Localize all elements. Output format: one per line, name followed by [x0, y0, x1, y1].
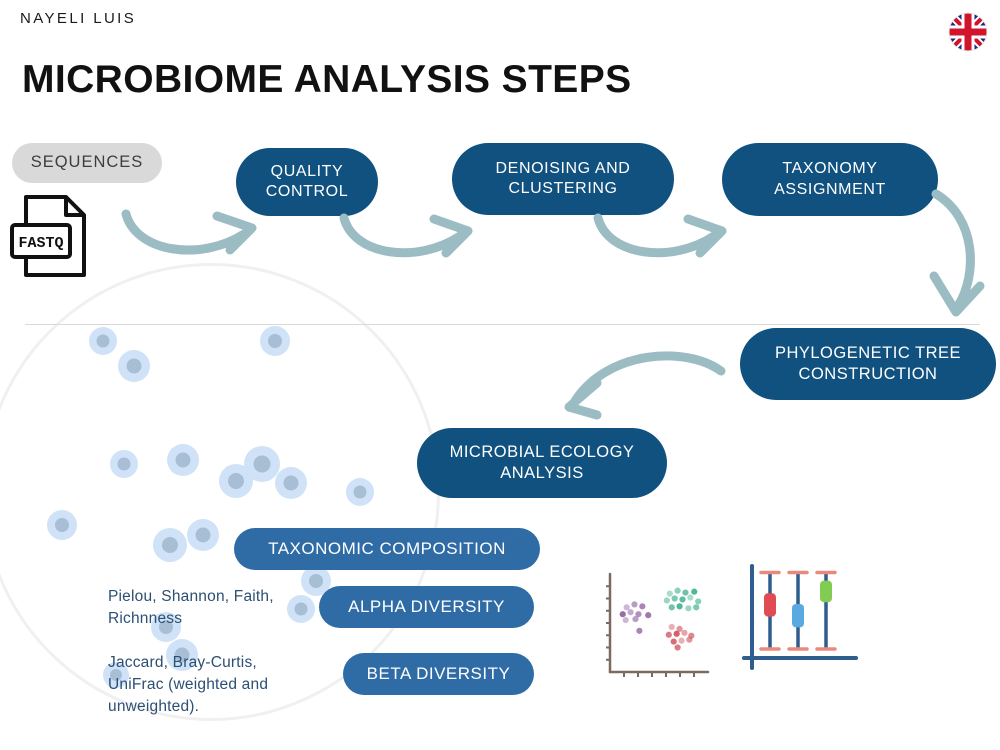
bacteria-cell-nucleus	[126, 358, 142, 374]
bacteria-cell-nucleus	[309, 574, 323, 588]
bacteria-cell-nucleus	[175, 452, 191, 468]
arrow-quality-control-to-denoising	[339, 212, 490, 269]
pill-quality-control[interactable]: QUALITY CONTROL	[236, 148, 378, 216]
bacteria-cell-nucleus	[195, 527, 211, 543]
scatter-series-cluster-teal	[663, 587, 702, 612]
bacteria-cell-icon	[153, 528, 187, 562]
boxplot-box-1	[759, 570, 781, 651]
uk-flag-icon	[948, 12, 988, 52]
pill-taxonomic-composition-label: TAXONOMIC COMPOSITION	[268, 539, 506, 559]
pill-sequences[interactable]: SEQUENCES	[12, 143, 162, 183]
bacteria-cell-nucleus	[159, 620, 173, 634]
bacteria-cell-nucleus	[283, 475, 299, 491]
pill-beta-diversity[interactable]: BETA DIVERSITY	[343, 653, 534, 695]
arrow-taxonomy-to-phylogenetic-tree	[900, 189, 1000, 330]
bacteria-cell-icon	[166, 639, 198, 671]
author-name: NAYELI LUIS	[20, 10, 137, 27]
fastq-file-icon: FASTQ	[8, 192, 98, 280]
pill-quality-control-label: QUALITY CONTROL	[265, 162, 349, 200]
pill-taxonomy-assignment[interactable]: TAXONOMY ASSIGNMENT	[722, 143, 938, 216]
pill-sequences-label: SEQUENCES	[30, 153, 144, 172]
bacteria-cell-icon	[89, 327, 117, 355]
pill-microbial-ecology-label: MICROBIAL ECOLOGY ANALYSIS	[449, 442, 635, 482]
arrow-phylogenetic-tree-to-microbial-ecology	[553, 343, 728, 426]
bacteria-cell-icon	[103, 662, 129, 688]
arrow-denoising-to-taxonomy	[593, 212, 744, 269]
pill-taxonomic-composition[interactable]: TAXONOMIC COMPOSITION	[234, 528, 540, 570]
bacteria-cell-icon	[346, 478, 374, 506]
pill-phylo-tree-label: PHYLOGENETIC TREE CONSTRUCTION	[774, 343, 962, 383]
bacteria-cell-nucleus	[228, 473, 244, 489]
bacteria-cell-icon	[167, 444, 199, 476]
pill-beta-diversity-label: BETA DIVERSITY	[366, 664, 511, 684]
pill-phylogenetic-tree-construction[interactable]: PHYLOGENETIC TREE CONSTRUCTION	[740, 328, 996, 400]
bacteria-cell-icon	[187, 519, 219, 551]
bacteria-cell-icon	[151, 612, 181, 642]
section-divider	[25, 324, 980, 325]
bacteria-cell-nucleus	[55, 518, 69, 532]
boxplot-box-3	[815, 570, 837, 651]
box-plot-chart	[736, 558, 862, 683]
bacteria-cell-nucleus	[110, 669, 122, 681]
bacteria-cell-icon	[118, 350, 150, 382]
bacteria-cell-nucleus	[117, 457, 131, 471]
pill-denoising-label: DENOISING AND CLUSTERING	[495, 159, 631, 197]
bacteria-cell-icon	[287, 595, 315, 623]
fastq-label: FASTQ	[18, 235, 63, 252]
bacteria-cell-nucleus	[96, 334, 110, 348]
pill-taxonomy-label: TAXONOMY ASSIGNMENT	[774, 160, 886, 198]
bacteria-cell-icon	[275, 467, 307, 499]
bacteria-cell-nucleus	[294, 602, 308, 616]
scatter-series-cluster-red	[665, 623, 695, 651]
bacteria-cell-nucleus	[253, 455, 271, 473]
bacteria-cell-nucleus	[268, 334, 282, 348]
pill-denoising-and-clustering[interactable]: DENOISING AND CLUSTERING	[452, 143, 674, 215]
bacteria-cell-icon	[260, 326, 290, 356]
bacteria-cell-icon	[244, 446, 280, 482]
bacteria-cell-nucleus	[353, 485, 367, 499]
boxplot-box-2	[787, 570, 809, 651]
bacteria-cell-nucleus	[174, 647, 190, 663]
bacteria-cell-icon	[110, 450, 138, 478]
pill-alpha-diversity[interactable]: ALPHA DIVERSITY	[319, 586, 534, 628]
bacteria-cell-nucleus	[162, 537, 178, 553]
scatter-series-cluster-purple	[619, 601, 652, 634]
pill-microbial-ecology-analysis[interactable]: MICROBIAL ECOLOGY ANALYSIS	[417, 428, 667, 498]
annotation-beta-diversity-metrics: Jaccard, Bray-Curtis, UniFrac (weighted …	[108, 654, 269, 715]
bacteria-cell-icon	[47, 510, 77, 540]
scatter-plot-chart	[596, 566, 714, 695]
pill-alpha-diversity-label: ALPHA DIVERSITY	[348, 597, 505, 617]
arrow-sequences-to-quality-control	[121, 206, 272, 267]
page-title: MICROBIOME ANALYSIS STEPS	[22, 58, 632, 101]
annotation-alpha-diversity-metrics: Pielou, Shannon, Faith, Richnness	[108, 588, 274, 627]
